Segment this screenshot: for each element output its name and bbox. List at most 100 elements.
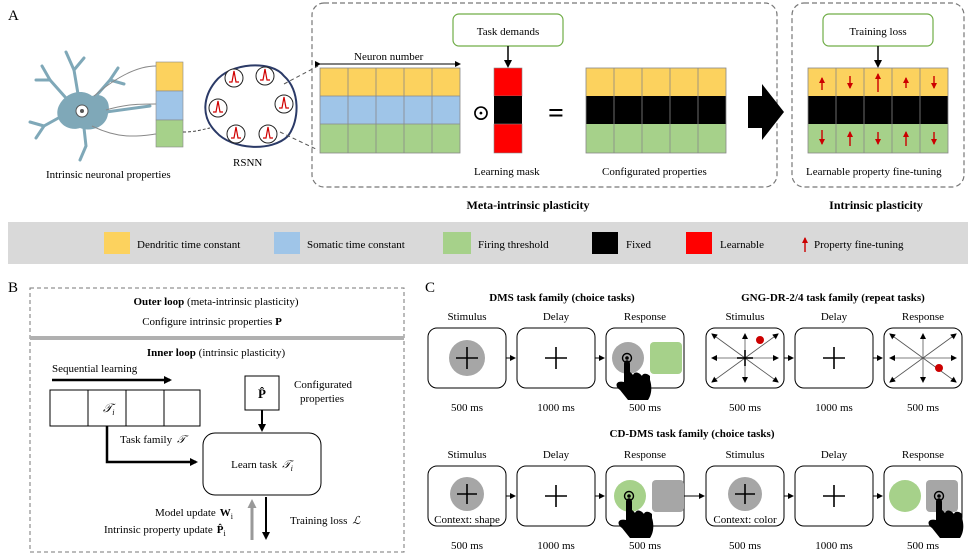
neuron-icon [28, 50, 152, 162]
finetune-grid [807, 67, 949, 154]
pointing-hand-icon [616, 360, 652, 400]
touch-dot-icon [625, 356, 629, 360]
gng-duration-label: 1000 ms [815, 402, 853, 414]
legend-label: Somatic time constant [307, 239, 405, 251]
touch-dot-icon [937, 494, 941, 498]
cd-phase-label: Response [624, 449, 666, 461]
phat-symbol: P̂ [258, 386, 266, 401]
intrinsic-plasticity-title: Intrinsic plasticity [829, 198, 923, 212]
direction-arrow [889, 357, 924, 383]
legend-label: Fixed [626, 239, 652, 251]
configurated-line1: Configurated [294, 379, 353, 391]
dms-phase-label: Stimulus [447, 311, 486, 323]
dms-duration-label: 500 ms [629, 402, 661, 414]
legend-item-threshold: Firing threshold [443, 232, 549, 254]
dms-phase-label: Delay [543, 311, 570, 323]
cd-duration-label: 500 ms [729, 540, 761, 552]
direction-arrow [744, 333, 779, 359]
learn-task-box [202, 432, 322, 496]
property-yellow-cell [155, 61, 184, 92]
sequential-learning-label: Sequential learning [52, 363, 138, 375]
gng-phase-label: Delay [821, 311, 848, 323]
direction-arrow [922, 333, 957, 359]
legend-item-finetuning: Property fine-tuning [802, 237, 904, 252]
context-shape-label: Context: shape [434, 514, 500, 526]
legend-label: Firing threshold [478, 239, 549, 251]
pointing-hand-icon [928, 498, 964, 538]
target-dot [935, 364, 943, 372]
panel-b-label: B [8, 280, 18, 296]
legend-item-somatic: Somatic time constant [274, 232, 405, 254]
legend-item-fixed: Fixed [592, 232, 652, 254]
equals-operator: = [548, 98, 564, 129]
cd-phase-label: Stimulus [447, 449, 486, 461]
choice-circle [889, 480, 921, 512]
loop-divider [30, 336, 404, 340]
touch-ring-icon [623, 490, 635, 502]
direction-arrow [889, 333, 924, 359]
gng-duration-label: 500 ms [729, 402, 761, 414]
context-color-label: Context: color [713, 514, 777, 526]
direction-arrow [711, 357, 746, 383]
legend-band [8, 222, 968, 264]
trial-panels: Stimulus 500 ms Delay 1000 ms Response 500 ms… [427, 311, 964, 552]
cd-phase-label: Stimulus [725, 449, 764, 461]
direction-arrow [744, 357, 779, 383]
dms-title: DMS task family (choice tasks) [489, 292, 635, 304]
gng-phase-label: Stimulus [725, 311, 764, 323]
property-blue-cell [155, 90, 184, 121]
legend-label: Property fine-tuning [814, 239, 904, 251]
pointing-hand-icon [618, 498, 654, 538]
configurated-properties-label: Configurated properties [602, 166, 707, 178]
panel-c-label: C [425, 280, 435, 296]
dms-duration-label: 500 ms [451, 402, 483, 414]
meta-intrinsic-box [311, 2, 778, 188]
gng-title: GNG-DR-2/4 task family (repeat tasks) [741, 292, 925, 304]
configure-text: Configure intrinsic properties P [142, 316, 282, 328]
cd-duration-label: 500 ms [451, 540, 483, 552]
neuron-number-label: Neuron number [354, 51, 424, 63]
cd-dms-title: CD-DMS task family (choice tasks) [610, 428, 775, 440]
choice-square [650, 342, 682, 374]
legend-item-learnable: Learnable [686, 232, 764, 254]
phat-box [244, 375, 280, 411]
outer-loop-title: Outer loop (meta-intrinsic plasticity) [133, 296, 298, 308]
cd-phase-label: Response [902, 449, 944, 461]
loop-box [29, 287, 405, 553]
target-dot [756, 336, 764, 344]
learnable-finetuning-label: Learnable property fine-tuning [806, 166, 942, 178]
big-right-arrow-icon [748, 84, 784, 140]
touch-dot-icon [627, 494, 631, 498]
rsnn-network [204, 64, 298, 148]
cd-phase-label: Delay [543, 449, 570, 461]
rsnn-caption: RSNN [233, 157, 262, 169]
cd-phase-label: Delay [821, 449, 848, 461]
legend-label: Dendritic time constant [137, 239, 240, 251]
property-green-cell [155, 119, 184, 148]
cd-duration-label: 500 ms [629, 540, 661, 552]
task-sequence [49, 389, 201, 427]
intrinsic-box [791, 2, 965, 188]
cd-duration-label: 1000 ms [815, 540, 853, 552]
training-loss-label-a: Training loss [849, 26, 906, 38]
gng-phase-label: Response [902, 311, 944, 323]
touch-ring-icon [933, 490, 945, 502]
meta-intrinsic-title: Meta-intrinsic plasticity [467, 198, 590, 212]
panel-a-label: A [8, 8, 19, 24]
configurated-grid [585, 67, 727, 154]
cd-duration-label: 500 ms [907, 540, 939, 552]
legend-item-dendritic: Dendritic time constant [104, 232, 240, 254]
choice-square [926, 480, 958, 512]
dms-duration-label: 1000 ms [537, 402, 575, 414]
direction-arrow [711, 333, 746, 359]
odot-operator: ⊙ [472, 100, 490, 125]
legend-label: Learnable [720, 239, 764, 251]
inner-loop-title: Inner loop (intrinsic plasticity) [147, 347, 286, 359]
learning-mask [493, 67, 523, 154]
